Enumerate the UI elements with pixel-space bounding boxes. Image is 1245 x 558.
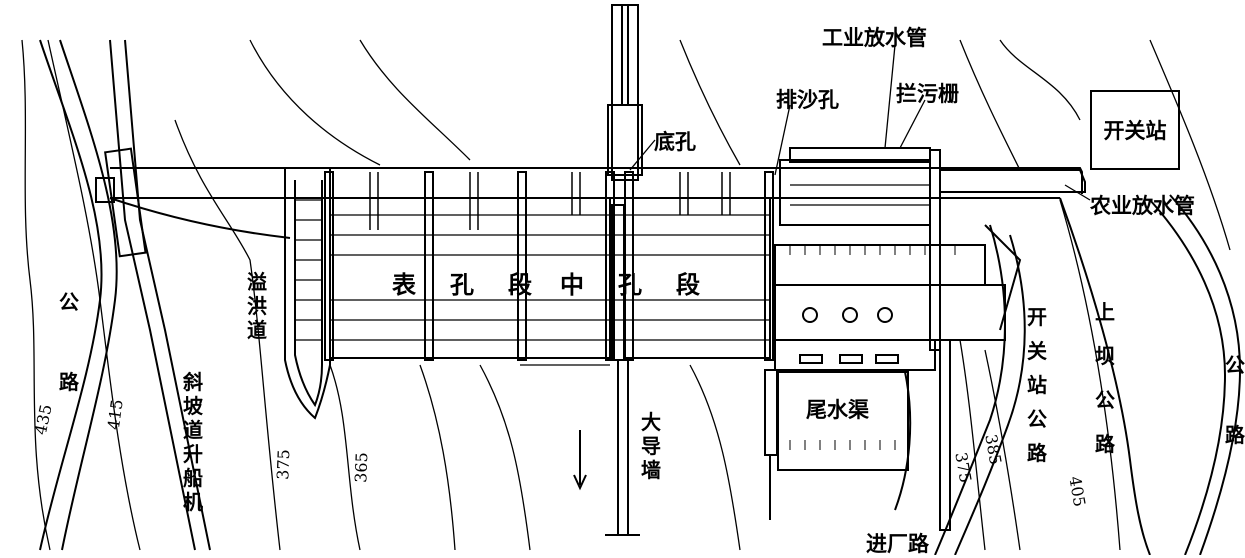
unit-base bbox=[875, 354, 899, 364]
label-sand-hole: 排沙孔 bbox=[776, 88, 839, 112]
dam-crest bbox=[109, 167, 1083, 239]
sand-hole-duct bbox=[764, 369, 778, 456]
label-factory-road: 进厂路 bbox=[866, 532, 929, 556]
station-road-edge bbox=[934, 224, 1006, 555]
right-roads bbox=[934, 169, 1242, 555]
spillway-wall bbox=[294, 180, 323, 408]
label-surface-section: 表孔段 bbox=[392, 271, 566, 299]
highway-left-edge bbox=[59, 39, 118, 551]
tailrace-channel bbox=[777, 371, 912, 511]
label-trash-rack: 拦污栅 bbox=[896, 82, 959, 106]
label-ship-lift: 斜坡道升船机 bbox=[183, 370, 203, 514]
flow-arrow bbox=[573, 430, 587, 491]
gate-slots bbox=[369, 172, 731, 230]
contour-line bbox=[21, 39, 51, 551]
turbine-unit bbox=[802, 307, 818, 323]
ship-lift-track bbox=[124, 39, 211, 551]
contour-line bbox=[959, 39, 1021, 171]
contour-line bbox=[329, 364, 361, 551]
label-spillway: 溢洪道 bbox=[247, 270, 267, 342]
contour-lines bbox=[21, 39, 1231, 551]
dam-crest-abutment bbox=[109, 197, 291, 239]
contour-line bbox=[174, 119, 281, 551]
unit-base bbox=[839, 354, 863, 364]
turbine-units bbox=[799, 307, 899, 364]
dam-horizontal-lines bbox=[330, 214, 770, 366]
label-tailrace: 尾水渠 bbox=[806, 398, 869, 422]
label-highway-right: 公路 bbox=[1225, 353, 1245, 447]
contour-line bbox=[999, 39, 1081, 121]
contour-line bbox=[1059, 199, 1121, 551]
gate-pier-column bbox=[939, 339, 951, 531]
label-guide-wall: 大导墙 bbox=[641, 410, 661, 482]
highway-right-edge bbox=[1169, 194, 1242, 555]
label-agri-pipe: 农业放水管 bbox=[1090, 194, 1195, 218]
turbine-unit bbox=[842, 307, 858, 323]
ship-lift-carriage bbox=[104, 147, 147, 258]
gate-pier-column bbox=[929, 149, 941, 351]
turbine-unit bbox=[877, 307, 893, 323]
guide-wall-structure bbox=[573, 4, 643, 536]
dam-body bbox=[324, 171, 774, 366]
contour-label-365: 365 bbox=[351, 451, 372, 484]
contour-line bbox=[479, 364, 531, 551]
contour-line bbox=[679, 39, 741, 166]
label-switch-station: 开关站 bbox=[1103, 119, 1167, 143]
ship-lift-track bbox=[109, 39, 196, 551]
spillway-chute bbox=[284, 168, 331, 420]
contour-line bbox=[1149, 39, 1231, 251]
contour-line bbox=[689, 364, 741, 551]
station-road-link bbox=[984, 224, 1022, 331]
unit-base bbox=[799, 354, 823, 364]
contour-line bbox=[249, 39, 381, 166]
contour-line bbox=[959, 339, 986, 551]
label-middle-section: 中孔段 bbox=[560, 271, 734, 299]
label-upper-dam-road: 上坝公路 bbox=[1095, 300, 1115, 456]
highway-right-edge bbox=[1149, 199, 1227, 555]
intake-block bbox=[779, 159, 931, 226]
label-station-road: 开关站公路 bbox=[1027, 305, 1047, 465]
left-roads bbox=[39, 39, 211, 551]
upper-dam-road-edge bbox=[1059, 197, 1151, 555]
highway-left-edge bbox=[39, 39, 103, 551]
dam-crest-upstream-edge bbox=[110, 167, 1083, 194]
tailrace-outline bbox=[777, 371, 909, 471]
guide-wall-tower bbox=[611, 4, 639, 181]
contour-line bbox=[984, 349, 1021, 551]
agri-pipe-line bbox=[940, 169, 1086, 193]
spillway-steps bbox=[295, 199, 322, 341]
label-highway-left: 公路 bbox=[59, 290, 79, 394]
powerhouse-block bbox=[774, 284, 1006, 341]
switch-station-box: 开关站 bbox=[1090, 90, 1180, 170]
pier-lines bbox=[324, 171, 774, 361]
contour-line bbox=[419, 364, 456, 551]
contour-line bbox=[359, 39, 471, 161]
generator-hall bbox=[774, 339, 936, 371]
leader-lines bbox=[629, 44, 1091, 201]
label-industrial-pipe: 工业放水管 bbox=[822, 26, 927, 50]
draft-ticks bbox=[789, 245, 956, 255]
contour-label-375-left: 375 bbox=[273, 448, 294, 481]
spillway-wall bbox=[284, 168, 331, 420]
ship-lift-head bbox=[95, 177, 115, 203]
tailrace-spur bbox=[894, 371, 912, 511]
label-bottom-hole: 底孔 bbox=[654, 130, 696, 154]
station-road-edge bbox=[954, 234, 1026, 555]
